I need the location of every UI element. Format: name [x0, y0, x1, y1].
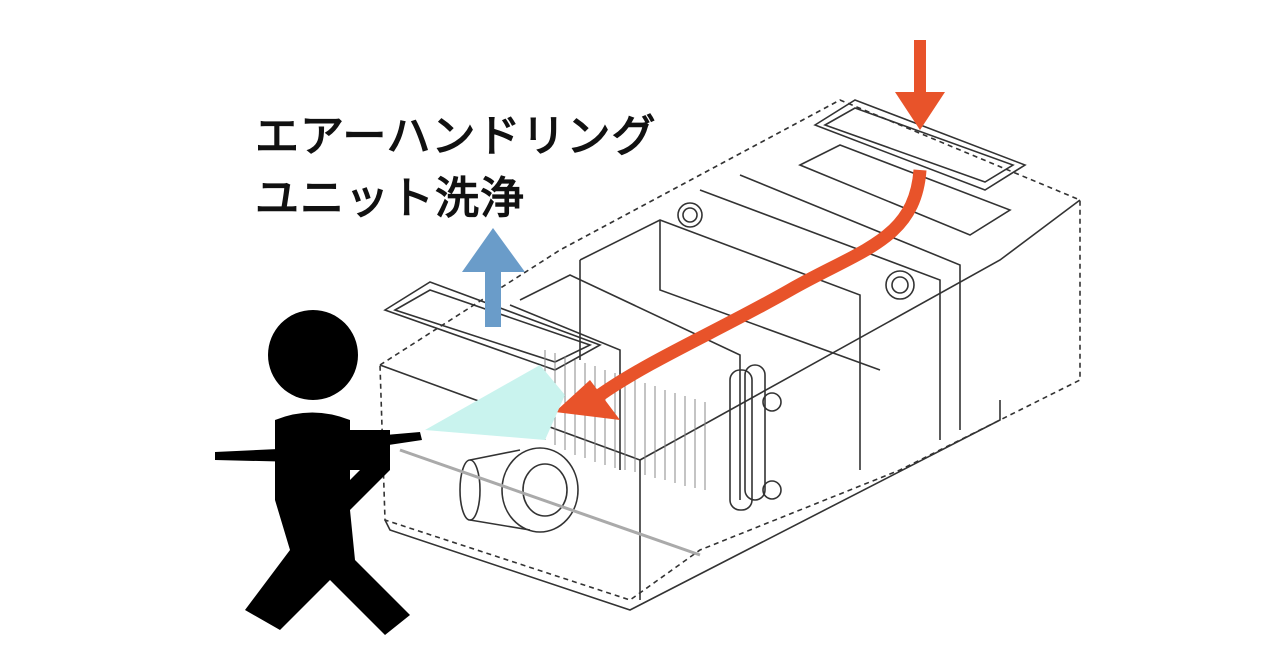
cleaning-wand — [399, 448, 701, 557]
exhaust-arrow — [462, 228, 525, 327]
coil-fins — [544, 350, 706, 490]
air-handling-unit — [379, 99, 1081, 611]
intake-panel — [813, 99, 1027, 191]
exhaust-panel — [383, 281, 602, 371]
water-spray — [425, 365, 565, 440]
title-line-2: ユニット洗浄 — [255, 173, 525, 224]
title-line-1: エアーハンドリング — [255, 111, 657, 162]
person-silhouette — [215, 310, 422, 635]
fan — [501, 447, 579, 533]
airflow-arrow — [555, 40, 945, 420]
